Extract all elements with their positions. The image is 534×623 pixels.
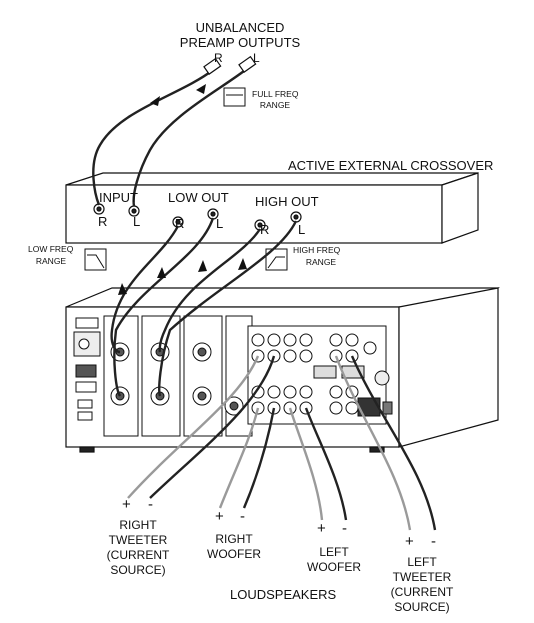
left-woofer-line2: WOOFER bbox=[307, 560, 361, 574]
interconnect-cables bbox=[110, 217, 298, 397]
crossover-rca-plugs bbox=[93, 203, 302, 231]
loudspeakers-label: LOUDSPEAKERS bbox=[230, 587, 337, 602]
left-woofer-plus: + bbox=[317, 520, 326, 537]
left-tweeter-plus: + bbox=[405, 533, 414, 550]
left-tweeter-line4: SOURCE) bbox=[394, 600, 450, 614]
right-tweeter-minus: - bbox=[148, 496, 153, 513]
left-woofer-line1: LEFT bbox=[319, 545, 349, 559]
crossover-box bbox=[65, 172, 479, 244]
high-r-label: R bbox=[260, 222, 270, 237]
low-freq-label-line1: LOW FREQ bbox=[28, 244, 74, 254]
right-tweeter-line1: RIGHT bbox=[119, 518, 157, 532]
right-woofer-line1: RIGHT bbox=[215, 532, 253, 546]
low-freq-graph-icon bbox=[84, 248, 107, 271]
right-woofer-plus: + bbox=[215, 508, 224, 525]
preamp-plug-r bbox=[203, 57, 222, 75]
right-woofer-line2: WOOFER bbox=[207, 547, 261, 561]
high-out-label: HIGH OUT bbox=[255, 194, 319, 209]
high-freq-label-line2: RANGE bbox=[305, 257, 337, 267]
preamp-cables bbox=[92, 67, 249, 207]
right-tweeter-line2: TWEETER bbox=[108, 533, 168, 547]
input-l-label: L bbox=[133, 214, 141, 229]
full-freq-label-line2: RANGE bbox=[259, 100, 291, 110]
input-label: INPUT bbox=[99, 190, 138, 205]
low-r-label: R bbox=[175, 216, 185, 231]
right-woofer-minus: - bbox=[240, 508, 245, 525]
high-l-label: L bbox=[298, 222, 306, 237]
left-tweeter-line2: TWEETER bbox=[392, 570, 452, 584]
input-r-label: R bbox=[98, 214, 108, 229]
low-l-label: L bbox=[216, 216, 224, 231]
preamp-r-label: R bbox=[214, 51, 223, 65]
preamp-outputs-title-line2: PREAMP OUTPUTS bbox=[179, 35, 301, 50]
left-tweeter-line3: (CURRENT bbox=[390, 585, 454, 599]
high-freq-label-line1: HIGH FREQ bbox=[293, 245, 341, 255]
crossover-title: ACTIVE EXTERNAL CROSSOVER bbox=[288, 158, 494, 173]
cable-arrows-2 bbox=[118, 258, 247, 295]
left-tweeter-minus: - bbox=[431, 533, 436, 550]
low-freq-label-line2: RANGE bbox=[35, 256, 67, 266]
full-freq-graph-icon bbox=[223, 87, 246, 107]
preamp-l-label: L bbox=[253, 51, 260, 65]
preamp-outputs-title-line1: UNBALANCED bbox=[195, 20, 285, 35]
full-freq-label-line1: FULL FREQ bbox=[252, 89, 299, 99]
speaker-cables bbox=[127, 355, 437, 531]
right-tweeter-line4: SOURCE) bbox=[110, 563, 166, 577]
right-tweeter-line3: (CURRENT bbox=[106, 548, 170, 562]
left-tweeter-line1: LEFT bbox=[407, 555, 437, 569]
low-out-label: LOW OUT bbox=[168, 190, 229, 205]
high-freq-graph-icon bbox=[265, 248, 288, 271]
right-tweeter-plus: + bbox=[122, 496, 131, 513]
preamp-plug-l bbox=[238, 55, 257, 73]
cable-arrows bbox=[150, 84, 206, 106]
left-woofer-minus: - bbox=[342, 520, 347, 537]
